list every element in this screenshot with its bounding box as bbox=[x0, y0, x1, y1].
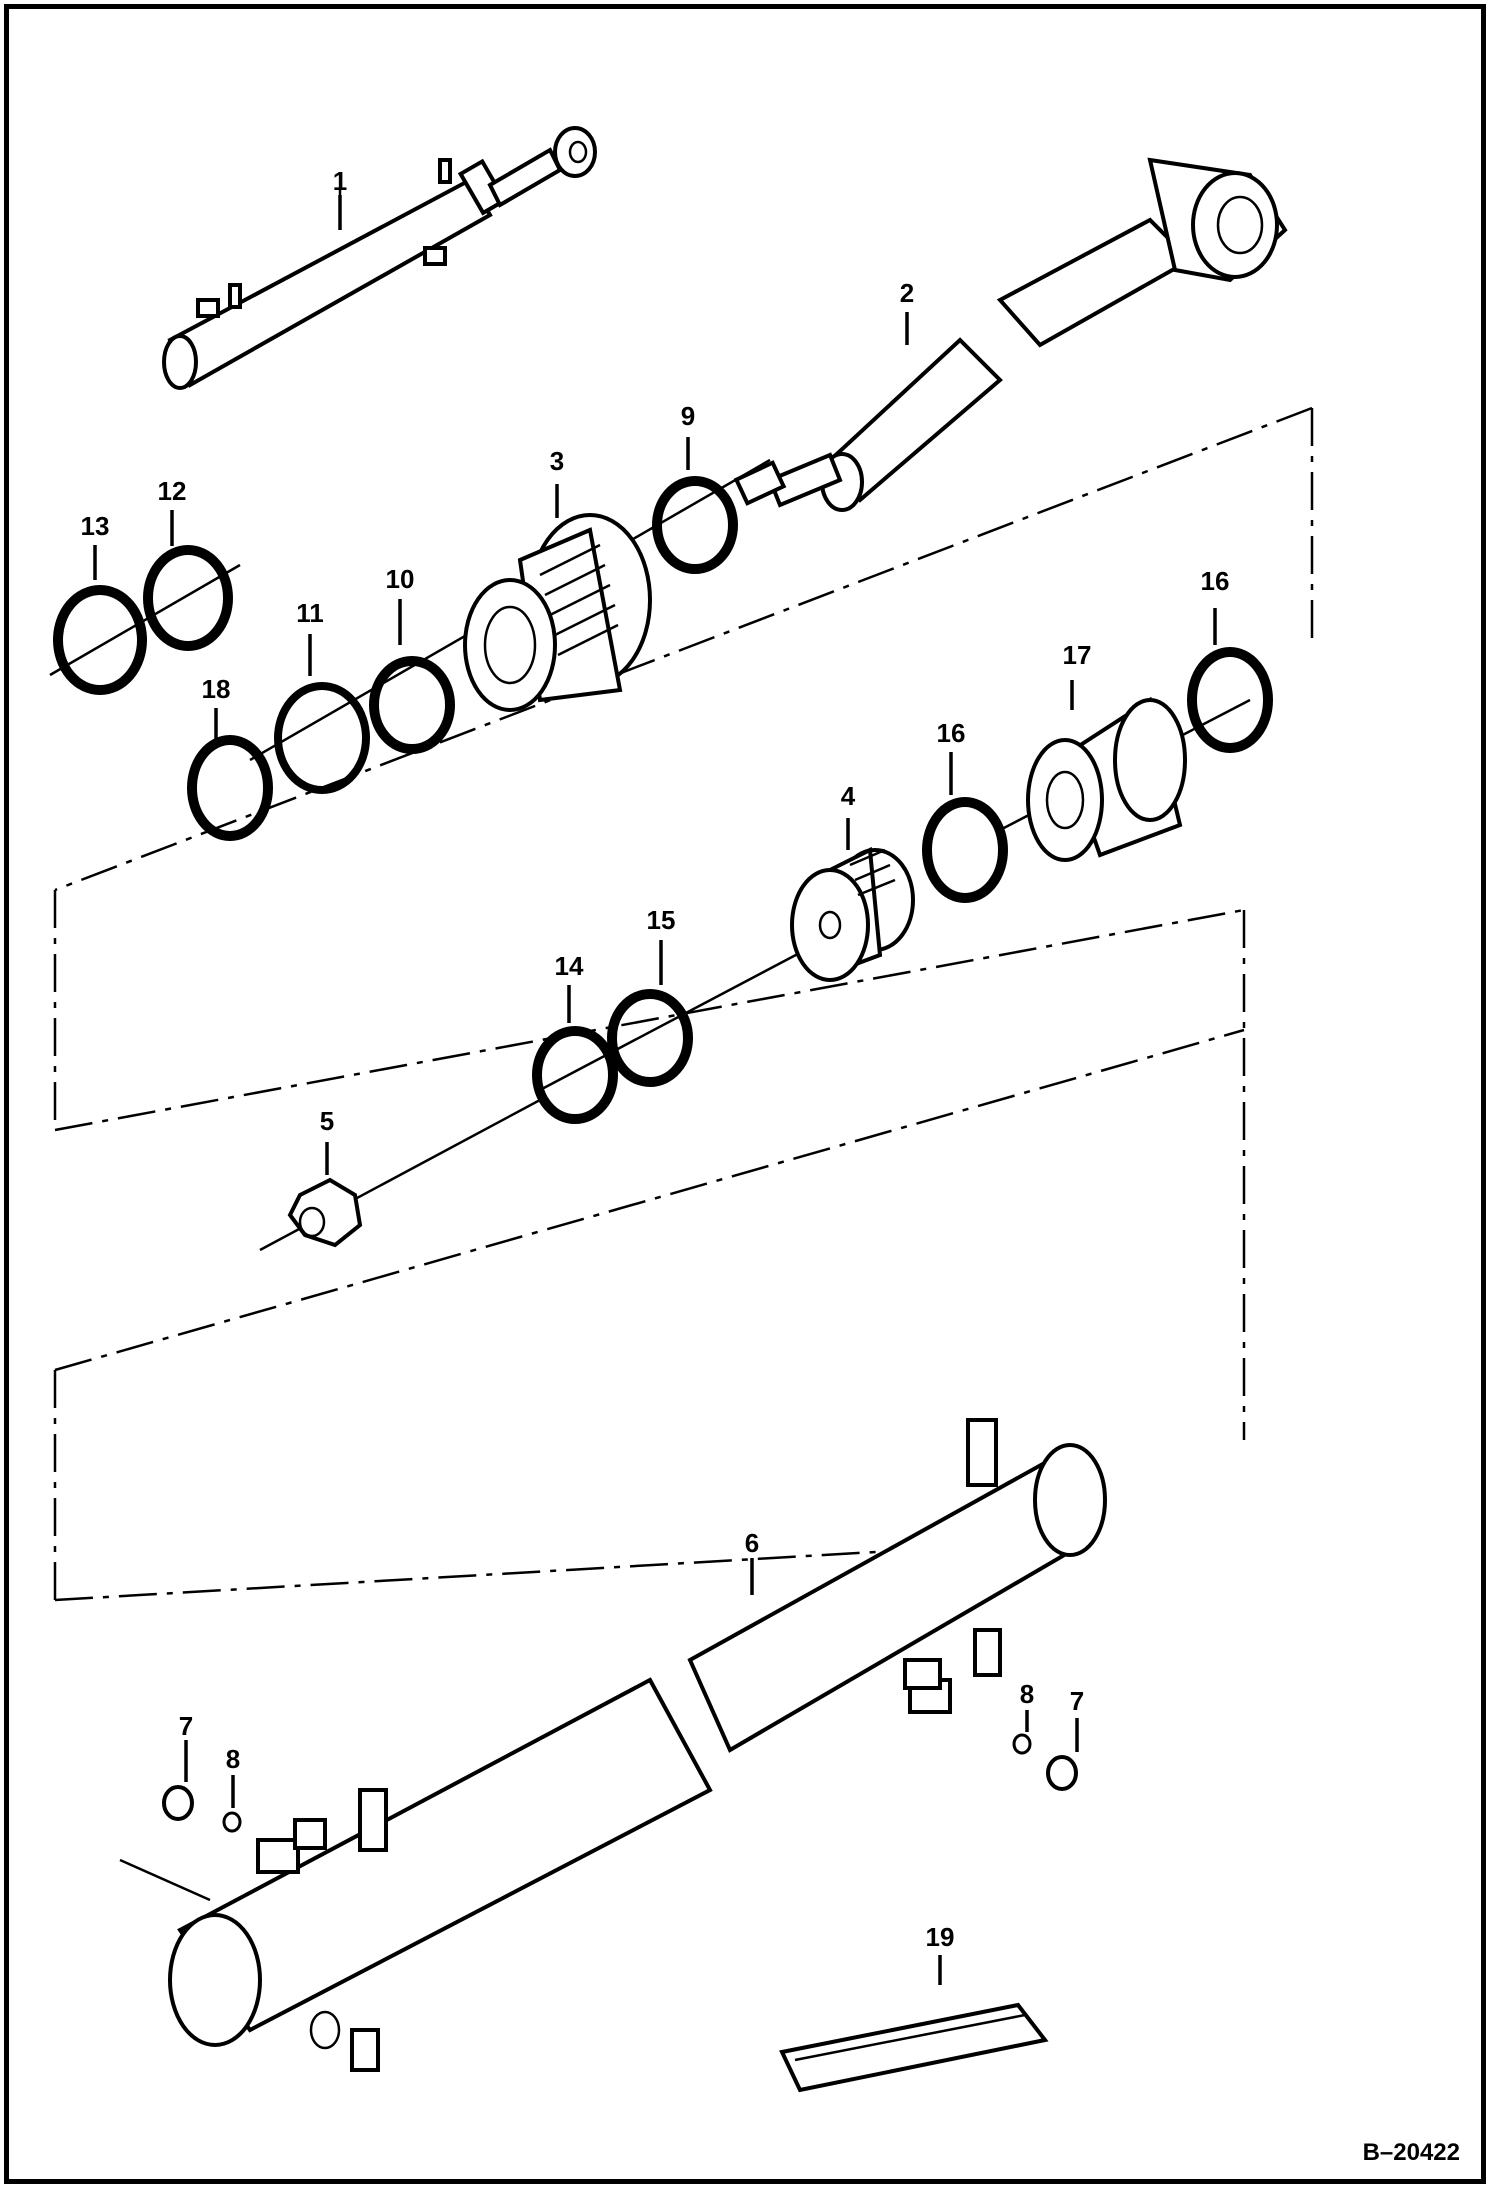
part-17-sleeve bbox=[1026, 696, 1187, 862]
callout-11: 11 bbox=[296, 598, 324, 628]
callout-13: 13 bbox=[81, 511, 110, 541]
callout-1: 1 bbox=[333, 166, 347, 196]
callout-16-middle: 16 bbox=[937, 718, 966, 748]
part-10-ring bbox=[369, 656, 455, 754]
part-5-nut bbox=[287, 1177, 363, 1248]
part-7-plug-right bbox=[1046, 1755, 1078, 1791]
callout-15: 15 bbox=[647, 905, 676, 935]
callout-7-left: 7 bbox=[179, 1711, 193, 1741]
part-11-ring bbox=[274, 682, 370, 794]
callout-8-right: 8 bbox=[1020, 1679, 1034, 1709]
callout-8-left: 8 bbox=[226, 1744, 240, 1774]
part-15-ring bbox=[607, 989, 693, 1087]
part-8-oring-left bbox=[222, 1811, 242, 1833]
part-18-ring bbox=[187, 735, 273, 841]
callout-14: 14 bbox=[555, 951, 584, 981]
part-6-barrel bbox=[168, 1418, 1107, 2072]
part-12-ring bbox=[143, 545, 233, 651]
callout-3: 3 bbox=[550, 446, 564, 476]
drawing-code: B–20422 bbox=[1363, 2139, 1460, 2166]
part-16-ring-a bbox=[922, 797, 1008, 903]
part-8-oring-right bbox=[1012, 1733, 1032, 1755]
part-7-plug-left bbox=[162, 1785, 194, 1821]
part-2-rod bbox=[733, 157, 1288, 512]
part-3-head bbox=[463, 513, 652, 712]
callout-18: 18 bbox=[202, 674, 231, 704]
callout-17: 17 bbox=[1063, 640, 1092, 670]
callout-19: 19 bbox=[926, 1922, 955, 1952]
part-13-ring bbox=[53, 585, 147, 695]
part-19-decal bbox=[779, 2002, 1049, 2093]
callout-labels: 1 2 3 4 5 6 7 7 8 8 9 10 11 12 13 14 15 … bbox=[81, 166, 1230, 1952]
callout-6: 6 bbox=[745, 1528, 759, 1558]
callout-7-right: 7 bbox=[1070, 1686, 1084, 1716]
leader-lines bbox=[93, 195, 1217, 1985]
callout-12: 12 bbox=[158, 476, 187, 506]
assembly-dashed-outline bbox=[53, 406, 1314, 1602]
callout-5: 5 bbox=[320, 1106, 334, 1136]
callout-16-right: 16 bbox=[1201, 566, 1230, 596]
callout-4: 4 bbox=[841, 781, 856, 811]
callout-2: 2 bbox=[900, 278, 914, 308]
part-4-piston bbox=[790, 846, 915, 982]
part-9-ring bbox=[652, 476, 738, 574]
callout-10: 10 bbox=[386, 564, 415, 594]
callout-9: 9 bbox=[681, 401, 695, 431]
drawing-frame bbox=[4, 4, 1486, 2184]
part-1-cylinder-assembly bbox=[162, 126, 597, 390]
part-16-ring-b bbox=[1187, 647, 1273, 753]
part-14-ring bbox=[532, 1026, 618, 1124]
